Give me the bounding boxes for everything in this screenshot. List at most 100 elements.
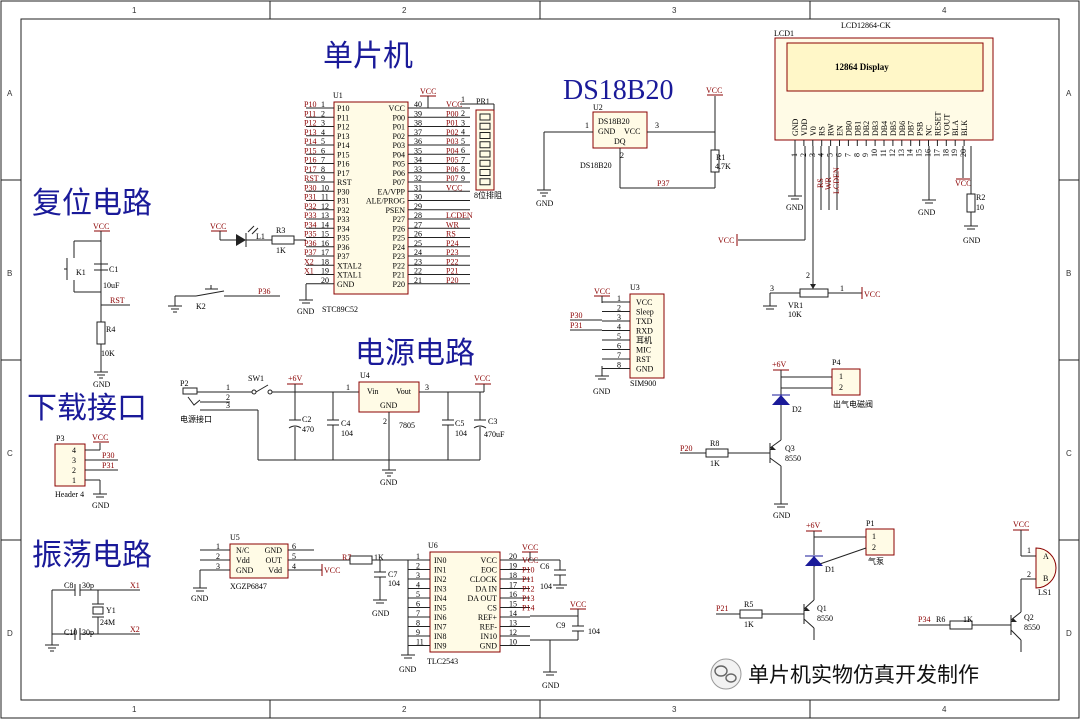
frame-col-label: 2 [402,6,407,15]
u3-pin-name: RST [636,355,651,364]
p2-name: 电源接口 [180,414,212,424]
lcd-pin-num: 16 [924,149,933,157]
u1-pin-name: P04 [393,150,405,159]
u1-pin-num: 4 [321,128,325,137]
u1-pin-num: 29 [414,202,422,211]
u6-pin-name: IN9 [434,642,446,651]
lcd-pin-name: RW [827,123,836,136]
u1-pin-num: 20 [321,276,329,285]
y1-val: 24M [100,618,115,627]
u6-pin-num: 12 [509,628,517,637]
u3-pin-num: 3 [617,313,621,322]
u1-net-label: P24 [446,239,458,248]
c3-ref: C3 [488,417,497,426]
u6-gnd: GND [399,665,417,674]
ls1-a: A [1043,552,1049,561]
u3-pin-num: 7 [617,351,621,360]
u1-pin-name: VCC [389,104,405,113]
pr1-pin: 8 [461,165,465,174]
u1-net-label: P11 [304,109,316,118]
u6-pin-name: IN4 [434,594,446,603]
p3-ref: P3 [56,434,64,443]
c8-ref: C8 [64,581,73,590]
p4-ref: P4 [832,358,840,367]
u2-sub: DS18B20 [580,161,612,170]
lcd-pin-num: 2 [799,153,808,157]
pump-net: P21 [716,604,728,613]
lcd-pin-num: 19 [950,149,959,157]
r2-body [966,193,976,213]
u1-net-label: P07 [446,174,458,183]
lcd-pin-num: 12 [888,149,897,157]
u1-pin-num: 19 [321,267,329,276]
u3-pin-name: RXD [636,327,653,336]
lcd-pin-name: DB1 [853,121,862,136]
c8-val: 30p [82,581,94,590]
u1-net-label: P03 [446,137,458,146]
u1-pin-name: P35 [337,234,349,243]
u1-net-label: P34 [304,220,316,229]
u1-pin-num: 18 [321,257,329,266]
u6-part: TLC2543 [427,657,458,666]
u1-net-label: P36 [304,239,316,248]
u6-vcc: VCC [522,543,538,552]
u1-pin-num: 17 [321,248,329,257]
r3-val: 1K [276,246,286,255]
r5-ref: R5 [744,600,753,609]
u4-gnd: GND [380,401,398,410]
u1-pin-num: 22 [414,267,422,276]
u3-body [629,293,665,379]
u1-net-label: VCC [446,183,462,192]
u3-sim900: U3 SIM900 VCC1Sleep2TXD3RXD4耳机5MIC6RST7G… [570,283,665,396]
u1-net-label: P33 [304,211,316,220]
r2-val: 10 [976,203,984,212]
ds18b20-sensor: U2 DS18B20 GND VCC DQ 1 2 3 DS18B20 GND … [536,86,731,208]
lcd-pin-name: VDD [800,118,809,136]
u2-pin-vcc: VCC [624,127,640,136]
u1-net-label: P16 [304,156,316,165]
frame-col-label: 1 [132,6,137,15]
u2-pin-dq: DQ [614,137,626,146]
u6-pin-num: 6 [416,600,420,609]
u1-gnd: GND [297,307,315,316]
p3-vcc: VCC [92,433,108,442]
pump-6v: +6V [806,521,821,530]
lcd-ref: LCD1 [774,29,794,38]
lcd-pin-name: GND [791,118,800,136]
pr1-ref: PR1 [476,97,490,106]
frame-col-label: 4 [942,6,947,15]
u3-gnd: GND [593,387,611,396]
u1-pin-name: PSEN [385,206,405,215]
u6-pin-name: EOC [481,566,497,575]
u5-vcc: VCC [324,566,340,575]
pr1-element [479,132,491,139]
c1-ref: C1 [109,265,118,274]
r7-ref: R7 [342,553,351,562]
u1-net-label: P22 [446,257,458,266]
u1-pin-name: P02 [393,132,405,141]
pr1-pin: 2 [461,109,465,118]
pr1-pin: 5 [461,137,465,146]
u3-pin-num: 1 [617,294,621,303]
u1-pin-num: 12 [321,202,329,211]
u6-pin-num: 1 [416,552,420,561]
c2-val: 470 [302,425,314,434]
c3-val: 470uF [484,430,505,439]
ls1-b: B [1043,574,1048,583]
u1-net-label: P02 [446,128,458,137]
u1-pin-name: P05 [393,160,405,169]
p3-download-header: P3 Header 4 4 3 2 1 VCC P30 P31 GND [54,433,118,510]
watermark-text: 单片机实物仿真开发制作 [748,663,979,687]
u6-pin-num: 9 [416,628,420,637]
u1-pin-name: XTAL2 [337,261,362,270]
u1-pin-name: P22 [393,261,405,270]
lcd-pin-name: RESET [933,111,942,136]
title-download: 下载接口 [27,391,147,426]
u6-pin-name: VCC [481,556,497,565]
u1-net-label: P04 [446,146,458,155]
u1-pin-num: 27 [414,220,422,229]
u1-pin-name: P33 [337,215,349,224]
u6-pin-num: 15 [509,600,517,609]
